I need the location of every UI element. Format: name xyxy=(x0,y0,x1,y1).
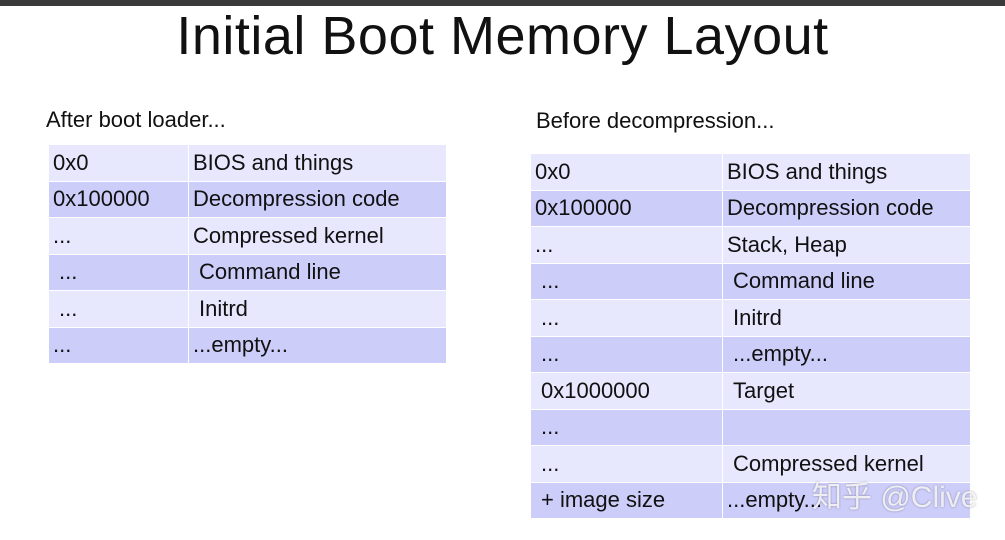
content-cell: Stack, Heap xyxy=(722,226,971,264)
address-cell: + image size xyxy=(530,481,723,519)
content-cell: BIOS and things xyxy=(722,153,971,191)
address-cell: 0x0 xyxy=(530,153,723,191)
content-cell: Compressed kernel xyxy=(722,445,971,483)
top-bar xyxy=(0,0,1005,6)
table-row: ... Initrd xyxy=(48,290,447,328)
content-cell: Decompression code xyxy=(722,189,971,227)
table-row: ... Command line xyxy=(530,262,971,300)
address-cell: ... xyxy=(530,335,723,373)
right-caption: Before decompression... xyxy=(536,108,775,133)
table-row: ... Command line xyxy=(48,253,447,291)
content-cell: ...empty... xyxy=(722,335,971,373)
table-row: 0x1000000 Target xyxy=(530,372,971,410)
address-cell: ... xyxy=(48,217,189,255)
content-cell: Compressed kernel xyxy=(188,217,447,255)
watermark: 知乎 @Clive xyxy=(812,481,978,514)
content-cell: Initrd xyxy=(188,290,447,328)
table-row: ... Initrd xyxy=(530,299,971,337)
address-cell: 0x100000 xyxy=(530,189,723,227)
address-cell: 0x0 xyxy=(48,144,189,182)
address-cell: 0x1000000 xyxy=(530,372,723,410)
table-row: + image size ...empty... xyxy=(530,481,971,519)
content-cell: Command line xyxy=(188,253,447,291)
address-cell: ... xyxy=(48,326,189,364)
content-cell: ...empty... xyxy=(188,326,447,364)
slide-title: Initial Boot Memory Layout xyxy=(176,6,829,66)
content-cell: Target xyxy=(722,372,971,410)
address-cell: ... xyxy=(48,290,189,328)
table-row: ... ...empty... xyxy=(48,326,447,364)
left-memory-table: 0x0 BIOS and things 0x100000 Decompressi… xyxy=(48,144,447,364)
address-cell: ... xyxy=(530,445,723,483)
content-cell: BIOS and things xyxy=(188,144,447,182)
content-cell: Initrd xyxy=(722,299,971,337)
left-caption: After boot loader... xyxy=(46,107,226,132)
table-row: ... Compressed kernel xyxy=(48,217,447,255)
address-cell: ... xyxy=(530,299,723,337)
address-cell: ... xyxy=(530,262,723,300)
address-cell: ... xyxy=(530,408,723,446)
table-row: ... ...empty... xyxy=(530,335,971,373)
address-cell: ... xyxy=(48,253,189,291)
content-cell: Decompression code xyxy=(188,180,447,218)
table-row: ... xyxy=(530,408,971,446)
right-memory-table: 0x0 BIOS and things 0x100000 Decompressi… xyxy=(530,153,971,519)
table-row: 0x100000 Decompression code xyxy=(48,180,447,218)
table-row: ... Stack, Heap xyxy=(530,226,971,264)
content-cell xyxy=(722,408,971,446)
content-cell: Command line xyxy=(722,262,971,300)
table-row: 0x100000 Decompression code xyxy=(530,189,971,227)
table-row: 0x0 BIOS and things xyxy=(530,153,971,191)
address-cell: ... xyxy=(530,226,723,264)
table-row: 0x0 BIOS and things xyxy=(48,144,447,182)
content-cell: ...empty... xyxy=(722,481,971,519)
table-row: ... Compressed kernel xyxy=(530,445,971,483)
address-cell: 0x100000 xyxy=(48,180,189,218)
